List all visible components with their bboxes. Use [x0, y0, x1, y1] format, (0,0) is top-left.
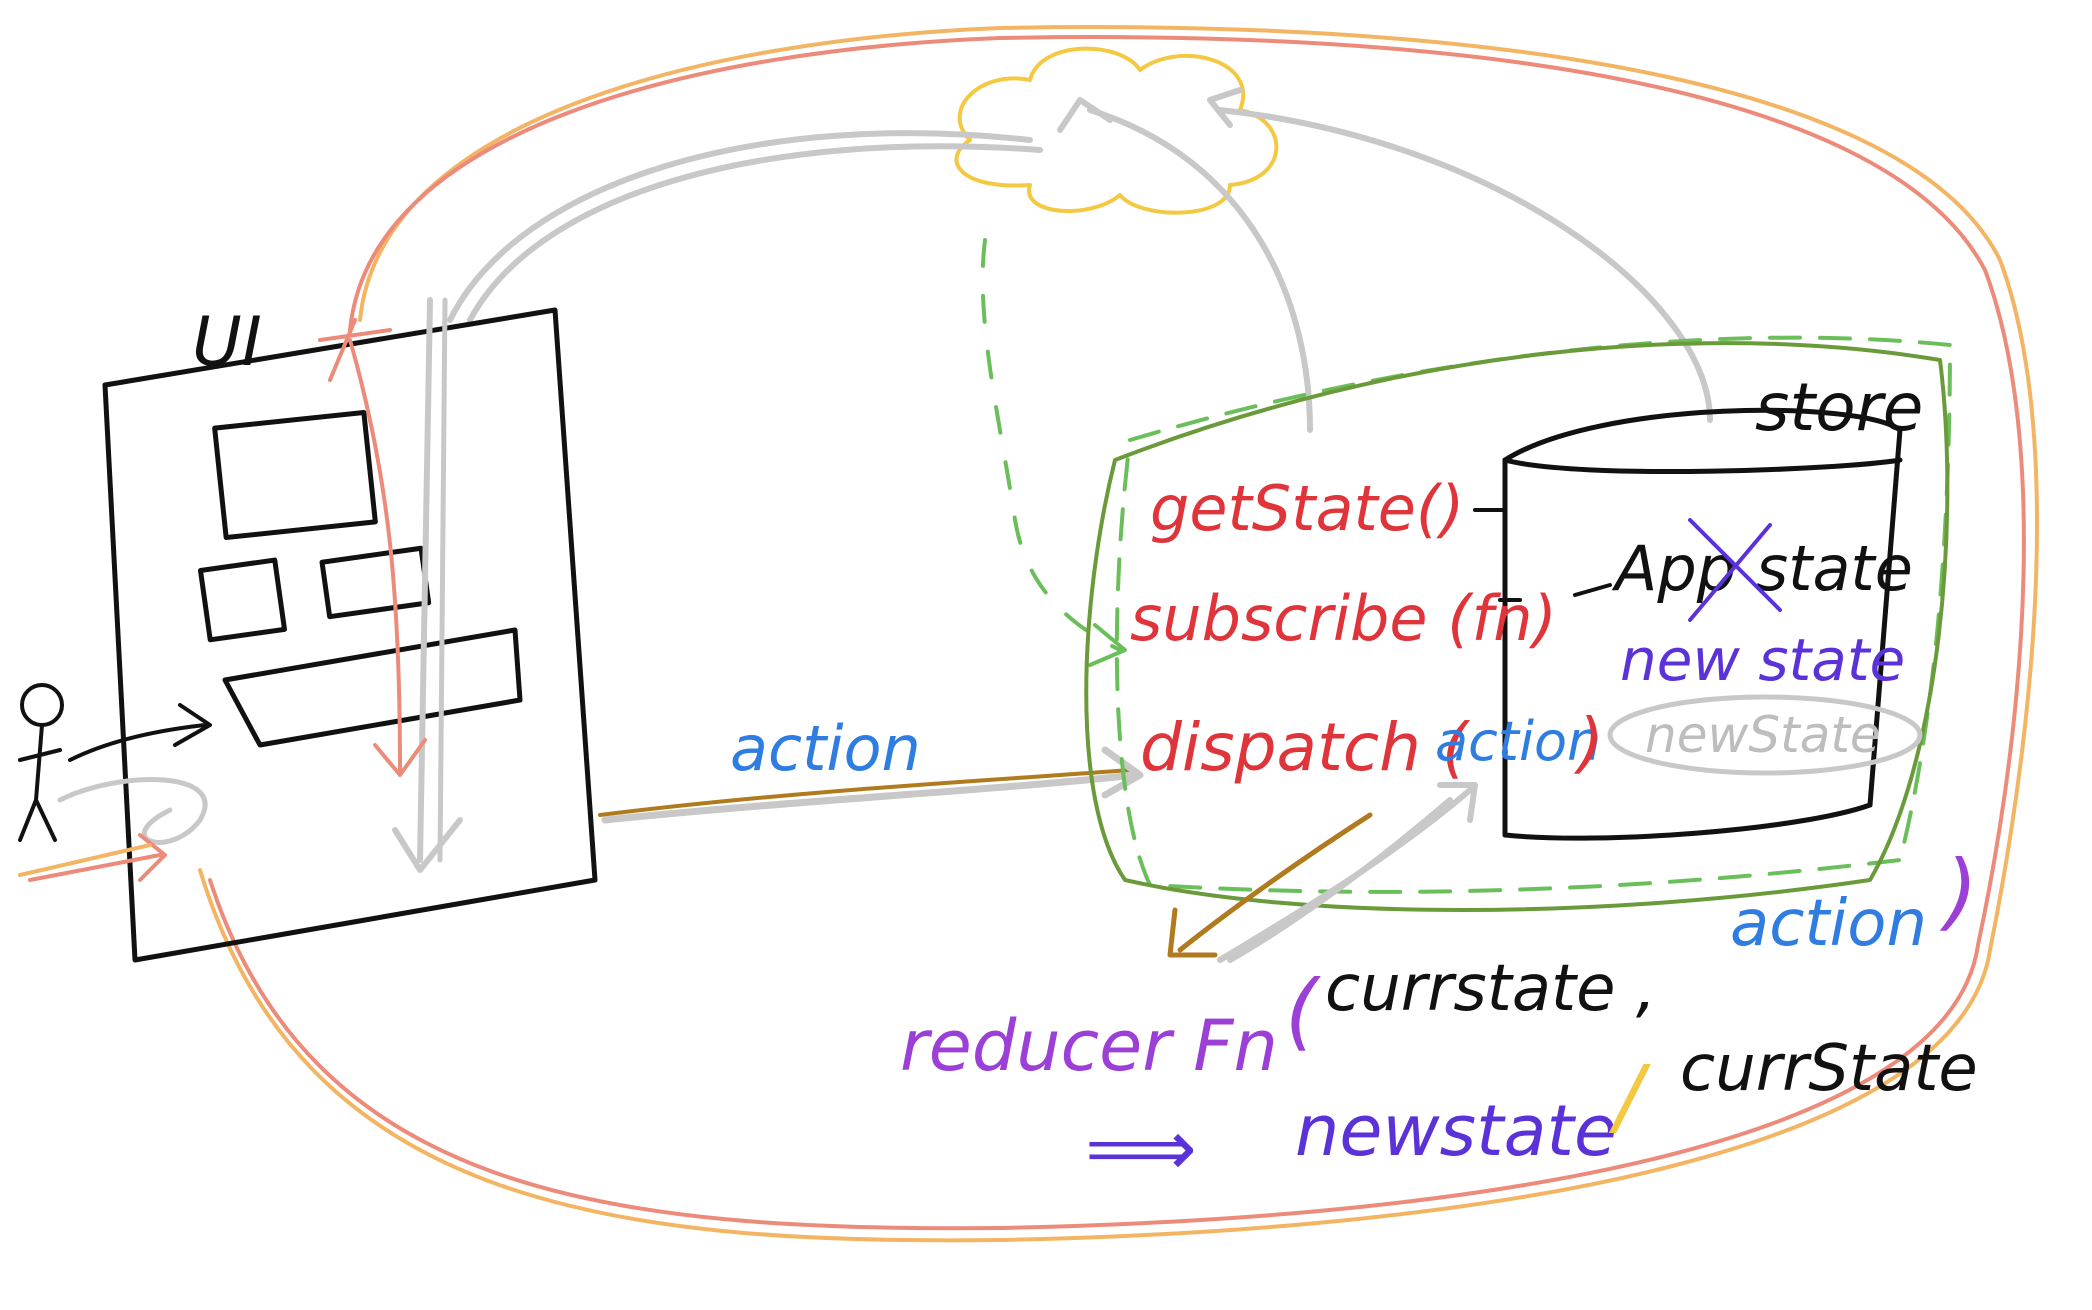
reducer-result: ⟹ newstate / currState [1085, 1032, 1978, 1194]
callback-fn-arrow [980, 238, 1127, 667]
api-subscribe: subscribe (fn) [1130, 582, 1557, 655]
new-state-circle [1607, 694, 1923, 776]
ui-widget-left [197, 557, 288, 643]
result-separator: / [1608, 1047, 1651, 1145]
subscription-grey-arrows [447, 87, 1713, 433]
api-dispatch-arg: action [1435, 710, 1601, 773]
result-curr-state: currState [1680, 1032, 1978, 1106]
ui-box [18, 297, 598, 963]
reducer-open-paren: ( [1285, 962, 1321, 1060]
outer-loop-orange [198, 25, 2039, 1243]
reducer-expression: reducer Fn ( currstate , action ) [900, 842, 1978, 1087]
outer-loop-salmon [208, 35, 2026, 1231]
api-dispatch-close: ) [1573, 704, 1604, 781]
state-cylinder [1502, 407, 1903, 841]
reducer-fn-name: reducer Fn [900, 1005, 1278, 1087]
action-arrow-label: action [730, 712, 921, 785]
ui-widget-right [319, 545, 432, 620]
store-label: store [1755, 369, 1923, 446]
ui-label: UI [192, 303, 262, 382]
api-dispatch: dispatch ( [1140, 709, 1471, 786]
user-figure-icon [18, 683, 64, 842]
listener-cloud [954, 46, 1279, 215]
reducer-curr-state: currstate , [1325, 952, 1656, 1026]
reducer-action: action [1730, 887, 1927, 961]
ui-widget-bottom [222, 627, 523, 748]
new-state-circled-text: newState [1645, 706, 1881, 764]
reducer-arrows [1167, 782, 1478, 963]
app-state-strikeout [1688, 518, 1782, 622]
action-arrow [598, 746, 1144, 824]
result-new-state: newstate [1295, 1090, 1617, 1172]
api-get-state: getState() [1150, 472, 1464, 545]
new-state-inner: new state [1620, 626, 1905, 694]
api-dispatch-row: dispatch ( action ) [1140, 704, 1604, 786]
store-boundary [1084, 335, 1952, 912]
result-arrow: ⟹ [1085, 1104, 1197, 1194]
reducer-close-paren: ) [1939, 842, 1978, 940]
ui-widget-top [212, 409, 378, 541]
